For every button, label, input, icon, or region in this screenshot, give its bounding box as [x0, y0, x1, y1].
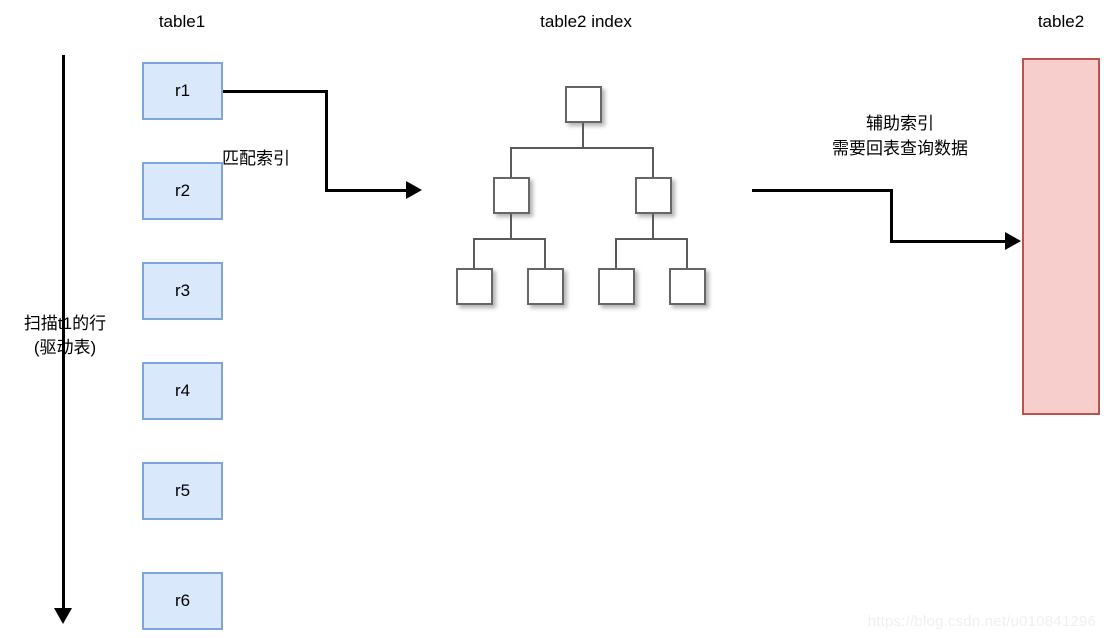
match-index-connector-segment-v: [325, 90, 328, 192]
btree-link-to-internal-right: [652, 147, 654, 177]
btree-link-to-leaf-2: [544, 238, 546, 268]
table1-row-label: r4: [174, 381, 191, 400]
btree-leaf-node-1[interactable]: [456, 268, 493, 305]
btree-leaf-node-2[interactable]: [527, 268, 564, 305]
scan-label-line2: (驱动表): [33, 338, 97, 357]
lookup-connector-segment-h2: [890, 240, 1007, 243]
btree-link-internal-right-stem: [652, 214, 654, 239]
btree-root-node[interactable]: [565, 86, 602, 123]
match-index-connector-segment-h2: [325, 189, 409, 192]
column-title-table2-index: table2 index: [540, 12, 632, 31]
lookup-label-line1: 辅助索引: [866, 114, 934, 133]
lookup-connector-segment-h1: [752, 189, 893, 192]
btree-link-root-stem: [582, 123, 584, 148]
table1-row-r3[interactable]: r3: [142, 262, 223, 320]
btree-leaf-node-4[interactable]: [669, 268, 706, 305]
table2-block[interactable]: [1022, 58, 1100, 415]
table1-row-r4[interactable]: r4: [142, 362, 223, 420]
lookup-arrow-head: [1005, 232, 1021, 250]
table1-row-r2[interactable]: r2: [142, 162, 223, 220]
btree-link-to-leaf-1: [473, 238, 475, 268]
watermark: https://blog.csdn.net/u010841296: [867, 613, 1096, 630]
column-title-table2: table2: [1037, 12, 1085, 31]
table1-row-label: r3: [174, 281, 191, 300]
btree-link-to-leaf-3: [615, 238, 617, 268]
btree-link-level2-bus-right: [615, 238, 688, 240]
scan-arrow-shaft: [62, 55, 65, 620]
btree-leaf-node-3[interactable]: [598, 268, 635, 305]
lookup-label-line2: 需要回表查询数据: [832, 139, 968, 158]
match-index-label: 匹配索引: [222, 149, 290, 168]
btree-internal-node-left[interactable]: [493, 177, 530, 214]
table1-row-r6[interactable]: r6: [142, 572, 223, 630]
btree-link-level2-bus-left: [473, 238, 546, 240]
scan-label-line1: 扫描t1的行: [23, 314, 107, 333]
table1-row-label: r6: [174, 591, 191, 610]
btree-link-to-internal-left: [510, 147, 512, 177]
btree-internal-node-right[interactable]: [635, 177, 672, 214]
table1-row-label: r5: [174, 481, 191, 500]
lookup-connector-segment-v: [890, 189, 893, 243]
match-index-arrow-head: [406, 181, 422, 199]
table1-row-r1[interactable]: r1: [142, 62, 223, 120]
btree-link-internal-left-stem: [510, 214, 512, 239]
btree-link-to-leaf-4: [686, 238, 688, 268]
match-index-connector-segment-h1: [223, 90, 328, 93]
table1-row-label: r1: [174, 81, 191, 100]
column-title-table1: table1: [158, 12, 206, 31]
btree-link-level1-bus: [510, 147, 654, 149]
scan-arrow-head: [54, 608, 72, 624]
table1-row-label: r2: [174, 181, 191, 200]
table1-row-r5[interactable]: r5: [142, 462, 223, 520]
